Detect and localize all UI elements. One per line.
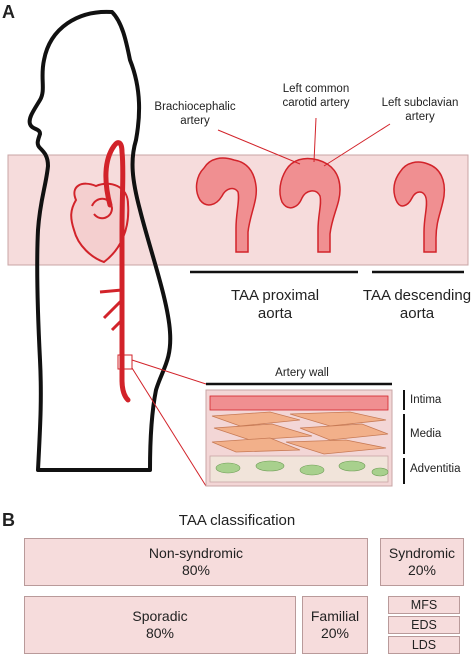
- body-aorta: [103, 140, 131, 403]
- box-pct: 80%: [181, 562, 211, 578]
- zoom-line: [131, 367, 207, 487]
- box-label: Sporadic: [132, 608, 188, 624]
- body-silhouette: [27, 9, 173, 472]
- label-line: Left subclavian: [381, 97, 459, 109]
- caption-proximal: TAA proximal aorta: [200, 287, 350, 323]
- zoom-line: [131, 359, 207, 385]
- caption-line: TAA proximal: [230, 287, 320, 304]
- box-familial: Familial 20%: [302, 596, 368, 654]
- caption-descending: TAA descending aorta: [362, 287, 472, 323]
- classification-title: TAA classification: [178, 512, 296, 529]
- box-pct: 20%: [320, 625, 350, 641]
- label-line: artery: [180, 115, 210, 127]
- box-syndromic: Syndromic 20%: [380, 538, 464, 586]
- aorta-descending: [393, 161, 446, 253]
- box-label: Familial: [310, 608, 360, 624]
- box-eds: EDS: [388, 616, 460, 634]
- box-label: Syndromic: [388, 545, 456, 561]
- adventitia-cells: [215, 460, 389, 477]
- label-line: carotid artery: [282, 97, 350, 109]
- aorta-proximal-1: [195, 157, 258, 253]
- label-line: artery: [405, 111, 435, 123]
- box-sporadic: Sporadic 80%: [24, 596, 296, 654]
- layer-media: Media: [410, 428, 442, 440]
- box-pct: 20%: [407, 562, 437, 578]
- leader-subclavian: [323, 123, 391, 167]
- box-non-syndromic: Non-syndromic 80%: [24, 538, 368, 586]
- body-branches: [99, 288, 124, 332]
- label-left-common-carotid: Left common carotid artery: [268, 82, 364, 110]
- box-pct: 80%: [145, 625, 175, 641]
- label-brachiocephalic: Brachiocephalic artery: [150, 100, 240, 128]
- leader-carotid: [313, 117, 317, 163]
- intima-layer: [209, 395, 389, 411]
- caption-line: TAA descending: [362, 287, 472, 304]
- media-layer: [211, 411, 389, 455]
- label-line: Left common: [282, 83, 350, 95]
- artery-wall-title: Artery wall: [275, 367, 329, 379]
- caption-line: aorta: [257, 305, 293, 322]
- leader-brachiocephalic: [217, 129, 301, 165]
- panel-b-letter: B: [2, 510, 15, 530]
- aorta-proximal-2: [279, 157, 341, 253]
- label-line: Brachiocephalic: [154, 101, 236, 113]
- label-left-subclavian: Left subclavian artery: [374, 96, 466, 124]
- caption-line: aorta: [399, 305, 435, 322]
- zoom-box: [117, 354, 133, 370]
- layer-intima: Intima: [410, 394, 442, 406]
- box-lds: LDS: [388, 636, 460, 654]
- box-mfs: MFS: [388, 596, 460, 614]
- box-label: Non-syndromic: [148, 545, 244, 561]
- panel-a-letter: A: [2, 2, 15, 22]
- layer-adventitia: Adventitia: [410, 463, 461, 475]
- heart-chamber: [91, 197, 114, 220]
